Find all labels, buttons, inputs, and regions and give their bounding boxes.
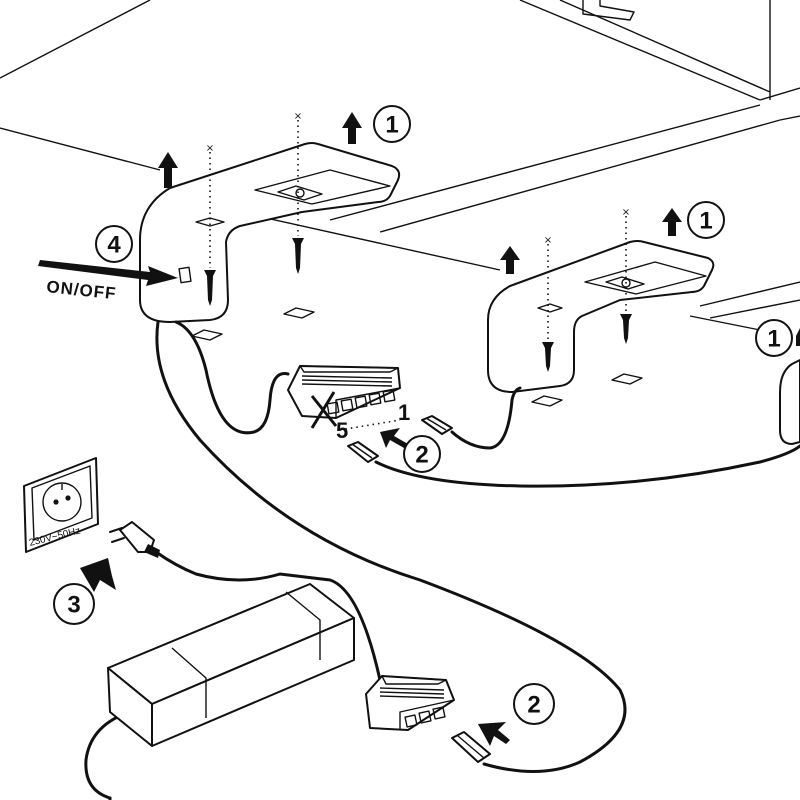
screw-icon	[542, 244, 554, 372]
connector-icon	[347, 441, 379, 463]
connector-icon	[451, 731, 491, 763]
svg-text:1: 1	[385, 112, 398, 139]
arrow-up-icon	[500, 246, 520, 274]
step-badge-3: 3	[53, 583, 95, 625]
arrow-icon	[478, 722, 510, 746]
connector-icon	[421, 415, 453, 435]
arrow-up-icon	[662, 208, 682, 236]
svg-text:1: 1	[767, 326, 780, 353]
lift-arrows	[158, 112, 800, 346]
arrow-up-icon	[342, 112, 362, 144]
cross-icon	[310, 391, 338, 429]
lamp-left: × ×	[139, 111, 401, 323]
arrow-right-icon	[38, 260, 178, 286]
cables	[84, 320, 800, 800]
port-label-5: 5	[336, 418, 348, 443]
step-badge-2-bottom: 2	[513, 683, 555, 725]
wall-socket-icon	[23, 457, 99, 553]
step-badge-1b: 1	[687, 201, 725, 239]
distributor-icon	[287, 365, 401, 431]
screw-icon	[620, 216, 632, 344]
cabinet-outline	[0, 0, 800, 331]
step-badge-1a: 1	[373, 105, 411, 143]
drill-mark: ×	[294, 111, 302, 122]
svg-text:1: 1	[699, 208, 712, 235]
on-off-label: ON/OFF	[46, 277, 118, 303]
mounting-pads	[191, 307, 643, 407]
svg-text:4: 4	[107, 232, 121, 259]
screw-icon	[292, 120, 304, 274]
arrow-icon	[80, 558, 116, 592]
step-badge-4: 4	[95, 225, 133, 263]
lamp-right	[779, 359, 800, 445]
step-badge-2-top: 2	[403, 435, 441, 473]
svg-text:3: 3	[67, 592, 80, 619]
power-adapter-icon	[107, 583, 355, 747]
svg-text:2: 2	[415, 442, 428, 469]
distributor-icon	[365, 675, 455, 731]
step-badge-1c: 1	[755, 319, 793, 357]
drill-mark: ×	[544, 235, 552, 246]
port-label-1: 1	[398, 400, 410, 425]
arrow-icon	[380, 428, 408, 448]
svg-text:2: 2	[527, 692, 540, 719]
plug-icon	[109, 521, 160, 558]
arrow-up-icon	[796, 328, 800, 346]
drill-mark: ×	[622, 207, 630, 218]
lamp-middle: × ×	[487, 207, 715, 393]
drill-mark: ×	[206, 143, 214, 154]
arrow-up-icon	[158, 152, 178, 188]
switch-button	[178, 266, 192, 284]
screw-icon	[204, 152, 216, 306]
